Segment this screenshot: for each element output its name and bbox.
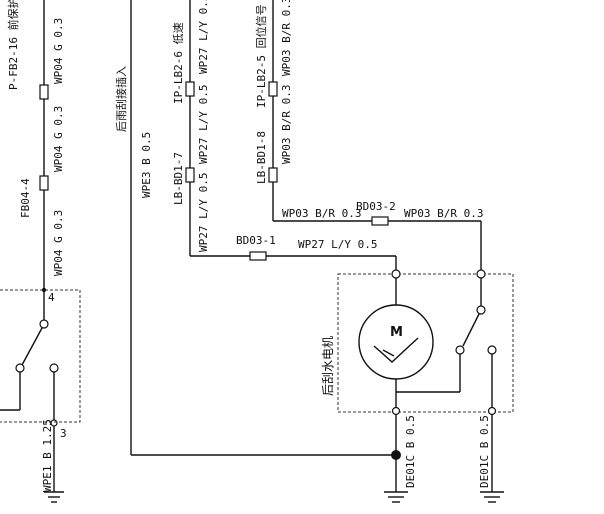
wire-label: WP27 L/Y 0.5 [197, 85, 210, 164]
connector-pin [268, 81, 278, 97]
connector-label: IP-LB2-5 回位信号 [254, 4, 268, 108]
wire-label: WP04 G 0.3 [52, 210, 65, 276]
connector-pin [249, 251, 267, 261]
ground-symbols: DE01C B 0.5 DE01C B 0.5 [384, 415, 504, 503]
wire-label: WP03 B/R 0.3 [282, 207, 361, 220]
wire-label: WP27 L/Y 0.5 [197, 173, 210, 252]
circuit-park-signal: IP-LB2-5 回位信号 WP03 B/R 0.3 WP03 B/R 0.3 … [254, 0, 483, 274]
connector-pin [185, 81, 195, 97]
connector-pin [185, 167, 195, 183]
wire-label: WP04 G 0.3 [52, 18, 65, 84]
connector-label: IP-LB2-6 低速 [172, 22, 185, 104]
connector-pin [371, 216, 389, 226]
pin-number: 3 [60, 427, 67, 440]
connector-label: P-FB2-16 前保护芯 [6, 0, 20, 90]
wire-label: WP04 G 0.3 [52, 106, 65, 172]
connector-label: LB-BD1-8 [255, 131, 268, 184]
connector-label: BD03-1 [236, 234, 276, 247]
pin-number: 4 [48, 291, 55, 304]
wire-label: WP03 B/R 0.3 [280, 0, 293, 76]
connector-pin [39, 175, 49, 191]
ground-wire-label: DE01C B 0.5 [478, 415, 491, 488]
connector-pin [268, 167, 278, 183]
circuit-low-speed: IP-LB2-6 低速 WP27 L/Y 0.5 WP27 L/Y 0.5 LB… [172, 0, 397, 274]
connector-label: LB-BD1-7 [172, 152, 185, 205]
wire-label: WP27 L/Y 0.5 [197, 0, 210, 74]
motor-letter: M [390, 325, 403, 340]
wire-label: WP27 L/Y 0.5 [298, 238, 377, 251]
circuit-left: P-FB2-16 前保护芯 WP04 G 0.3 WP04 G 0.3 FB04… [0, 0, 81, 503]
wire-label: WPE3 B 0.5 [140, 132, 153, 198]
wire-label: WP03 B/R 0.3 [280, 85, 293, 164]
circuit-ground-bus: 后雨刮接插入 WPE3 B 0.5 [114, 0, 401, 460]
connector-label: 后雨刮接插入 [114, 66, 128, 132]
motor-symbol [358, 304, 434, 380]
connector-label: BD03-2 [356, 200, 396, 213]
rear-wiper-motor: M 后刮水电机 [321, 269, 514, 492]
ground-wire-label: WPE1 B 1.25 [41, 419, 54, 492]
ground-wire-label: DE01C B 0.5 [404, 415, 417, 488]
connector-pin [39, 84, 49, 100]
wire-label: WP03 B/R 0.3 [404, 207, 483, 220]
connector-label: FB04-4 [19, 178, 32, 218]
motor-label: 后刮水电机 [321, 336, 335, 396]
